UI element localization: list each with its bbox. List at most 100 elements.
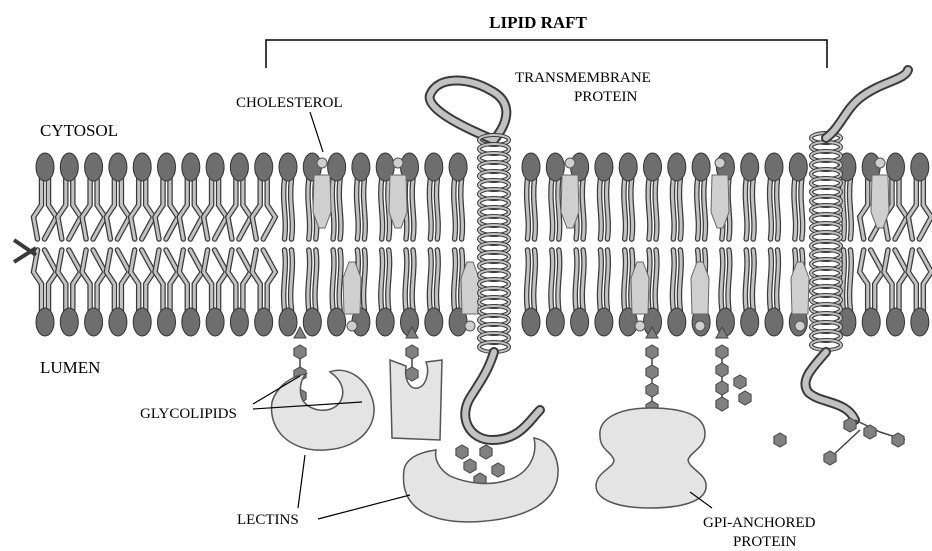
gpi-anchored-protein-label-line2: PROTEIN <box>733 534 797 550</box>
phospholipid <box>789 153 807 239</box>
lipid-tail-fill <box>575 250 577 310</box>
lipid-tail-fill <box>850 250 852 310</box>
lipid-head <box>133 153 151 181</box>
lipid-head <box>158 153 176 181</box>
lipid-head <box>279 308 297 336</box>
lipid-tail-fill <box>777 179 779 239</box>
sugar-hexagon <box>456 445 468 459</box>
lipid-head <box>109 153 127 181</box>
lumen-label: LUMEN <box>40 358 100 377</box>
lipid-tail-fill <box>551 250 553 310</box>
phospholipid <box>179 250 202 336</box>
lipid-head <box>60 153 78 181</box>
lipid-tail-fill <box>284 250 286 310</box>
sugar-hexagon <box>739 391 751 405</box>
lipid-head <box>692 153 710 181</box>
lipid-head <box>182 308 200 336</box>
phospholipid <box>155 153 178 239</box>
phospholipid <box>58 250 81 336</box>
lipid-head <box>182 153 200 181</box>
phospholipid <box>106 153 129 239</box>
lipid-head <box>36 153 54 181</box>
phospholipid <box>352 153 370 239</box>
lipid-tail-fill <box>534 250 536 310</box>
lipid-head <box>741 308 759 336</box>
phospholipid <box>595 153 613 239</box>
lipid-tail-fill <box>461 179 463 239</box>
lipid-tail-fill <box>429 179 431 239</box>
phospholipid <box>425 250 443 336</box>
phospholipid <box>179 153 202 239</box>
lipid-head <box>352 153 370 181</box>
lipid-tail-fill <box>339 250 341 310</box>
phospholipid <box>765 250 783 336</box>
phospholipid <box>131 250 154 336</box>
lipid-head <box>741 153 759 181</box>
lipid-head <box>765 153 783 181</box>
phospholipid <box>619 153 637 239</box>
lipid-tail-fill <box>648 179 650 239</box>
lipid-tail-fill <box>551 179 553 239</box>
phospholipid <box>860 250 883 336</box>
lipid-tail-fill <box>777 250 779 310</box>
lipid-head <box>595 308 613 336</box>
lipid-tail-fill <box>770 250 772 310</box>
lipid-head <box>230 153 248 181</box>
lipid-tail-fill <box>721 250 723 310</box>
lipid-tail-edge <box>14 240 36 262</box>
phospholipid <box>303 250 321 336</box>
phospholipid <box>106 250 129 336</box>
phospholipid <box>228 250 251 336</box>
lipid-tail-fill <box>412 250 414 310</box>
phospholipid <box>571 250 589 336</box>
sugar-hexagon <box>774 433 786 447</box>
lipid-tail-fill <box>624 250 626 310</box>
lipid-head <box>887 308 905 336</box>
sugar-hexagon <box>734 375 746 389</box>
sugar-hexagon <box>480 445 492 459</box>
gpi-anchored-protein-label-line1: GPI-ANCHORED <box>703 515 816 531</box>
phospholipid <box>668 250 686 336</box>
lipid-tail-fill <box>745 250 747 310</box>
lipid-head <box>328 308 346 336</box>
lipid-head <box>449 153 467 181</box>
lipid-head <box>206 308 224 336</box>
phospholipid <box>884 250 907 336</box>
phospholipid <box>401 250 419 336</box>
phospholipid <box>765 153 783 239</box>
lipid-tail-fill <box>600 250 602 310</box>
phospholipid <box>522 153 540 239</box>
alpha-helix <box>811 133 841 350</box>
phospholipid <box>58 153 81 239</box>
lipid-head <box>85 308 103 336</box>
lipid-tail-fill <box>801 179 803 239</box>
phospholipid <box>34 153 57 239</box>
transmembrane-proteins <box>430 70 908 440</box>
lipid-tail-fill <box>624 179 626 239</box>
lipid-tail-fill <box>381 250 383 310</box>
phospholipid <box>546 250 564 336</box>
phospholipid <box>692 153 710 239</box>
lipid-head <box>887 153 905 181</box>
lipid-head <box>109 308 127 336</box>
lipid-head <box>911 308 929 336</box>
lipid-tail-fill <box>364 179 366 239</box>
glycolipid-sugars <box>294 327 905 499</box>
lipid-tail-fill <box>655 250 657 310</box>
protein-chain-fill <box>826 70 908 138</box>
sugar-hexagon <box>646 365 658 379</box>
phospholipid <box>716 250 734 336</box>
transmembrane-protein-label-line2: PROTEIN <box>574 89 638 105</box>
lipid-head <box>789 153 807 181</box>
phospholipid <box>82 153 105 239</box>
lipid-tail-fill <box>364 250 366 310</box>
phospholipid <box>376 250 394 336</box>
gpi-anchored-protein-shape <box>596 408 706 508</box>
lipid-head <box>36 308 54 336</box>
phospholipid <box>595 250 613 336</box>
lipid-tail-fill <box>436 179 438 239</box>
phospholipid <box>82 250 105 336</box>
lipid-tail-fill <box>388 250 390 310</box>
lipid-head <box>60 308 78 336</box>
